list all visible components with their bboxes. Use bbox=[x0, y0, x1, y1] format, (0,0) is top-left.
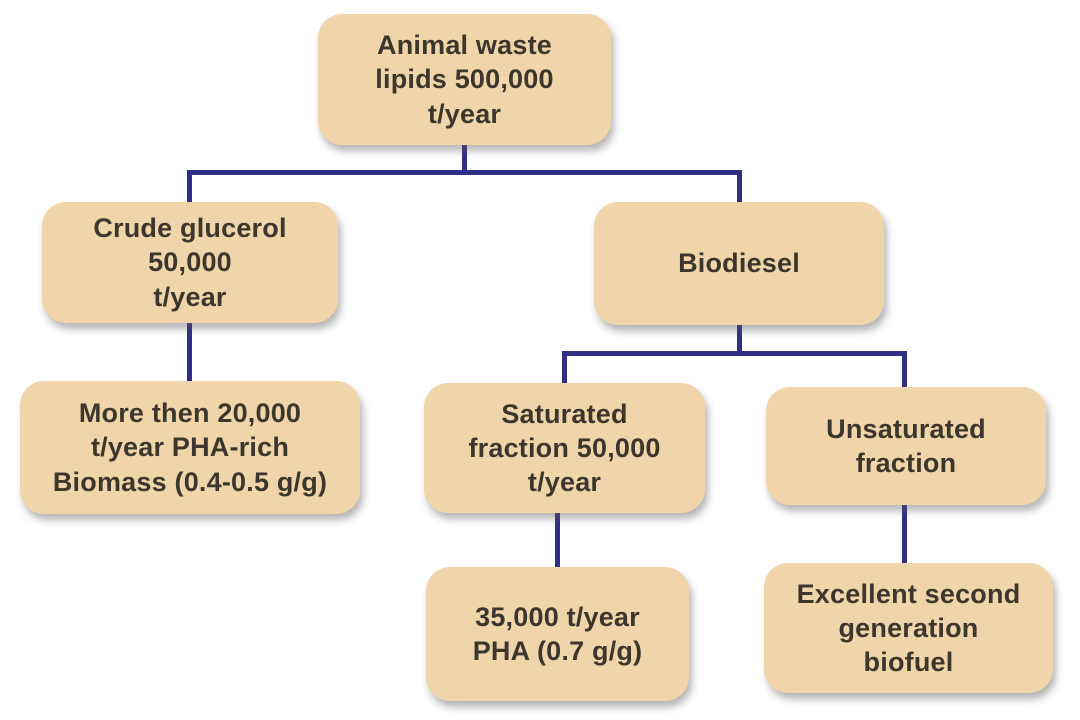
node-animal-waste-lipids: Animal waste lipids 500,000 t/year bbox=[318, 14, 611, 145]
node-label: Animal waste lipids 500,000 t/year bbox=[375, 30, 554, 129]
node-label: More then 20,000 t/year PHA-rich Biomass… bbox=[52, 398, 328, 497]
connector-drop-crude-glucerol bbox=[187, 170, 192, 206]
node-label: 35,000 t/year PHA (0.7 g/g) bbox=[472, 601, 643, 666]
connector-row2-horizontal bbox=[562, 351, 907, 356]
node-label: Crude glucerol 50,000 t/year bbox=[93, 213, 287, 312]
connector-animal-waste-stem bbox=[462, 143, 467, 174]
node-label: Excellent second generation biofuel bbox=[796, 578, 1021, 677]
node-pha-rich-biomass: More then 20,000 t/year PHA-rich Biomass… bbox=[20, 381, 360, 514]
node-saturated-fraction: Saturated fraction 50,000 t/year bbox=[424, 383, 705, 513]
connector-drop-unsaturated bbox=[902, 351, 907, 391]
connector-unsaturated-to-biofuel bbox=[902, 503, 907, 567]
node-label: Saturated fraction 50,000 t/year bbox=[468, 398, 661, 497]
node-label: Unsaturated fraction bbox=[826, 413, 986, 478]
connector-crude-to-biomass bbox=[187, 321, 192, 385]
connector-saturated-to-pha bbox=[555, 511, 560, 571]
node-label: Biodiesel bbox=[678, 248, 800, 279]
node-pha-35000: 35,000 t/year PHA (0.7 g/g) bbox=[426, 567, 689, 701]
connector-biodiesel-stem bbox=[737, 323, 742, 356]
node-biodiesel: Biodiesel bbox=[594, 202, 884, 325]
node-second-generation-biofuel: Excellent second generation biofuel bbox=[764, 563, 1053, 693]
connector-drop-saturated bbox=[562, 351, 567, 387]
node-unsaturated-fraction: Unsaturated fraction bbox=[766, 387, 1046, 505]
connector-row1-horizontal bbox=[187, 170, 742, 175]
connector-drop-biodiesel bbox=[737, 170, 742, 206]
node-crude-glucerol: Crude glucerol 50,000 t/year bbox=[42, 202, 338, 323]
